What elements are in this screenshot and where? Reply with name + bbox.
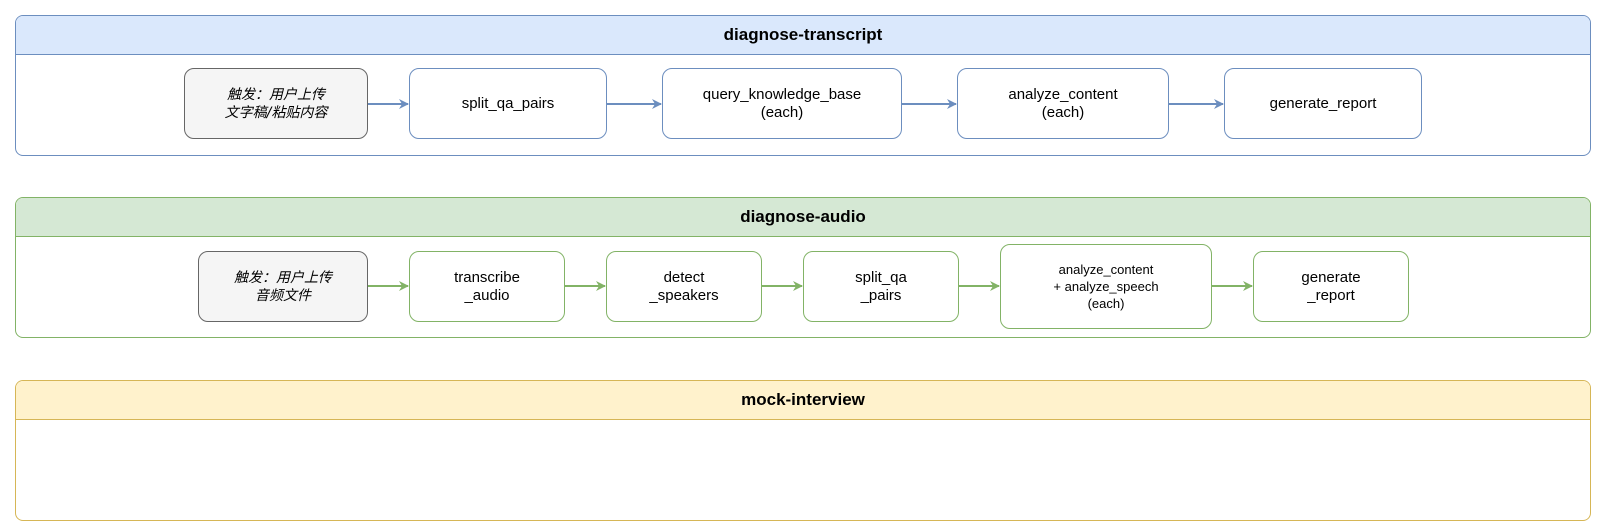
- node-generate-report[interactable]: generate_report: [1224, 68, 1422, 139]
- node-trigger-upload-transcript[interactable]: 触发：用户上传 文字稿/粘贴内容: [184, 68, 368, 139]
- node-transcribe-audio[interactable]: transcribe _audio: [409, 251, 565, 322]
- lane-mock-interview: mock-interview: [15, 380, 1591, 521]
- node-analyze-content[interactable]: analyze_content (each): [957, 68, 1169, 139]
- lane-title: mock-interview: [16, 381, 1590, 420]
- node-split-qa-pairs-audio[interactable]: split_qa _pairs: [803, 251, 959, 322]
- node-query-knowledge-base[interactable]: query_knowledge_base (each): [662, 68, 902, 139]
- node-split-qa-pairs[interactable]: split_qa_pairs: [409, 68, 607, 139]
- node-analyze-content-speech[interactable]: analyze_content + analyze_speech (each): [1000, 244, 1212, 329]
- node-generate-report-audio[interactable]: generate _report: [1253, 251, 1409, 322]
- lane-title: diagnose-audio: [16, 198, 1590, 237]
- node-trigger-upload-audio[interactable]: 触发：用户上传 音频文件: [198, 251, 368, 322]
- lane-title: diagnose-transcript: [16, 16, 1590, 55]
- node-detect-speakers[interactable]: detect _speakers: [606, 251, 762, 322]
